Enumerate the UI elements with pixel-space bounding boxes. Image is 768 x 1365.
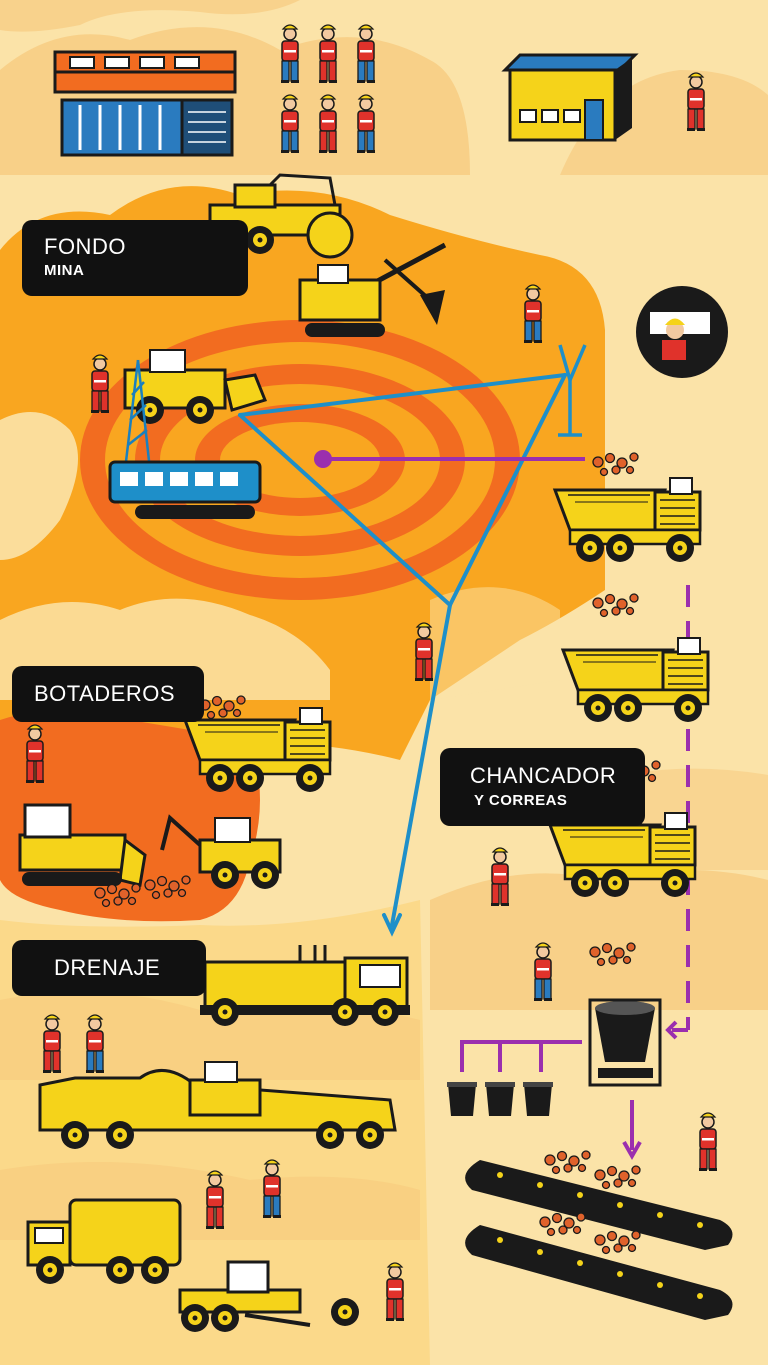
section-title: BOTADEROS xyxy=(34,681,176,706)
crusher-hopper-icon xyxy=(588,998,662,1087)
feed-arrow xyxy=(460,1020,688,1161)
water-truck-icon xyxy=(26,1198,182,1284)
section-label-botaderos: BOTADEROS xyxy=(12,666,204,722)
motor-grader-icon xyxy=(178,1260,359,1332)
haul-truck-icon xyxy=(185,708,330,792)
backhoe-icon xyxy=(160,814,282,889)
signal-lines xyxy=(238,373,567,937)
blast-signal-line xyxy=(314,450,585,468)
section-label-fondo-mina: FONDO MINA xyxy=(22,220,248,296)
control-room-operator-icon xyxy=(636,286,728,378)
compactor-roller-icon xyxy=(208,173,354,259)
bin-icon xyxy=(523,1082,553,1116)
office-building-icon xyxy=(53,50,237,157)
drill-rig-icon xyxy=(108,359,262,519)
haul-truck-icon xyxy=(563,638,708,722)
conveyor-belt-icon xyxy=(465,1160,733,1320)
section-title: FONDO xyxy=(44,234,126,259)
lowboy-trailer-icon xyxy=(38,1061,397,1149)
bin-icon xyxy=(485,1082,515,1116)
bin-icon xyxy=(447,1082,477,1116)
excavator-shovel-icon xyxy=(298,242,447,337)
section-title: DRENAJE xyxy=(54,955,161,980)
section-label-chancador: CHANCADOR Y CORREAS xyxy=(440,748,645,826)
section-title: CHANCADOR xyxy=(470,763,617,788)
haul-truck-icon xyxy=(555,478,700,562)
section-subtitle: Y CORREAS xyxy=(474,792,568,809)
warehouse-icon xyxy=(501,53,639,142)
tanker-truck-icon xyxy=(200,945,410,1026)
section-subtitle: MINA xyxy=(44,262,85,279)
antenna-icon xyxy=(558,344,587,437)
section-label-drenaje: DRENAJE xyxy=(12,940,206,996)
bulldozer-icon xyxy=(18,803,147,887)
